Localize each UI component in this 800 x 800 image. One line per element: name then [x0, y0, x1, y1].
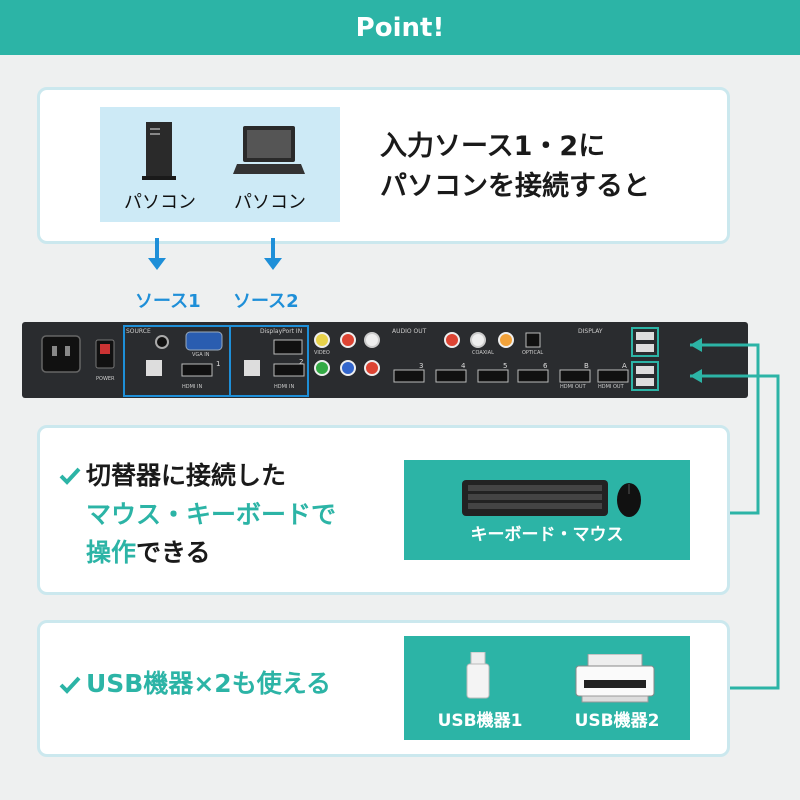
keyboard-mouse-label: キーボード・マウス	[470, 525, 624, 545]
label-ch2: 2	[299, 358, 304, 366]
label-out-a: A	[622, 362, 627, 370]
label-coaxial: COAXIAL	[472, 350, 494, 356]
pc2-label: パソコン	[234, 192, 306, 213]
switcher-rear-panel: SOURCE DisplayPort IN AUDIO OUT DISPLAY …	[22, 322, 748, 398]
feature2-text-content: USB機器×2も使える	[86, 669, 331, 698]
label-ch4: 4	[461, 362, 466, 370]
label-ch1: 1	[216, 360, 221, 368]
label-optical: OPTICAL	[522, 350, 544, 356]
label-power: POWER	[96, 376, 115, 382]
label-ch5: 5	[503, 362, 508, 370]
laptop-icon	[233, 126, 305, 174]
usb2-label: USB機器2	[574, 711, 660, 731]
label-hdmi-out-b: HDMI OUT	[560, 384, 586, 390]
label-ch3: 3	[419, 362, 424, 370]
label-hdmi-out-a: HDMI OUT	[598, 384, 624, 390]
label-ch6: 6	[543, 362, 548, 370]
usb-stick-icon	[466, 652, 490, 699]
label-out-b: B	[584, 362, 589, 370]
feature1-rest: できる	[136, 538, 211, 567]
sources-heading-line1: 入力ソース1・2に	[380, 131, 606, 162]
sources-heading-line2: パソコンを接続すると	[380, 171, 650, 202]
label-source: SOURCE	[126, 328, 151, 335]
label-display: DISPLAY	[578, 328, 603, 335]
feature1-highlight: 操作	[86, 538, 137, 567]
feature1-line2: マウス・キーボードで	[86, 500, 337, 529]
feature1-line1: 切替器に接続した	[86, 461, 287, 490]
check-icon	[59, 676, 81, 694]
feature1-line3: 操作できる	[86, 535, 211, 571]
pc1-label: パソコン	[124, 192, 196, 213]
arrow-down-icon	[148, 238, 166, 270]
feature2-text: USB機器×2も使える	[86, 666, 331, 702]
label-video: VIDEO	[314, 350, 330, 356]
label-hdmi-in-2: HDMI IN	[274, 384, 295, 390]
check-icon	[59, 467, 81, 485]
rear-panel-ports	[41, 325, 659, 397]
source2-label: ソース2	[233, 291, 299, 312]
keyboard-mouse-panel: キーボード・マウス	[404, 460, 690, 560]
mouse-icon	[617, 483, 641, 517]
usb-devices-panel: USB機器1 USB機器2	[404, 636, 690, 740]
printer-icon	[575, 654, 655, 703]
arrow-down-icon	[264, 238, 282, 270]
usb1-label: USB機器1	[437, 711, 523, 731]
source1-label: ソース1	[135, 291, 201, 312]
keyboard-icon	[462, 480, 608, 516]
label-hdmi-in-1: HDMI IN	[182, 384, 203, 390]
tower-pc-icon	[142, 122, 176, 180]
label-displayport: DisplayPort IN	[260, 328, 303, 335]
header-banner: Point!	[0, 0, 800, 55]
label-vga-in: VGA IN	[192, 352, 210, 358]
label-audio-out: AUDIO OUT	[392, 328, 427, 335]
header-title: Point!	[355, 12, 445, 43]
